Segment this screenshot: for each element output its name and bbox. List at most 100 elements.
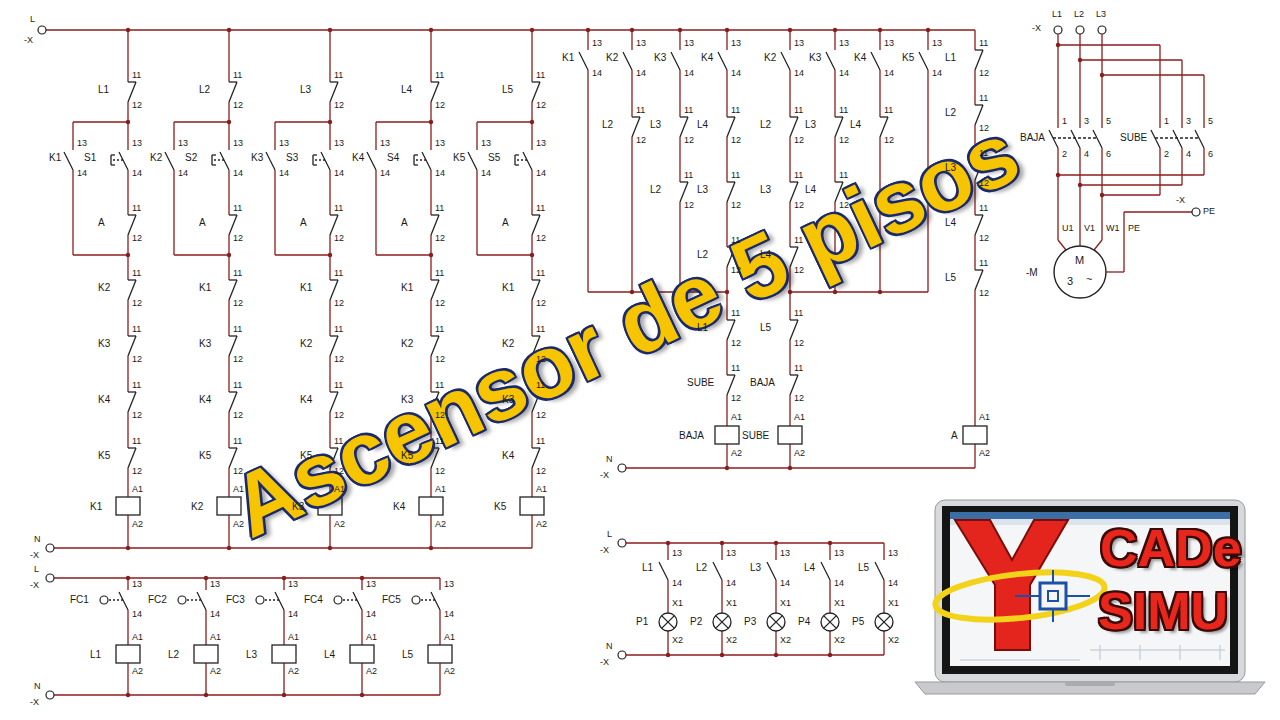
junction-dot [126, 546, 130, 550]
nc-contact [229, 214, 237, 215]
device-label: FC2 [148, 595, 167, 605]
screen-line [1090, 650, 1225, 651]
wire [477, 254, 532, 255]
nc-contact [431, 81, 439, 82]
junction-dot [429, 28, 433, 32]
wire [430, 300, 431, 336]
wire [228, 235, 229, 280]
laptop-logo [915, 500, 1265, 694]
terminal-number: 11 [536, 204, 545, 213]
terminal-number: 12 [979, 179, 989, 188]
wire [1079, 240, 1080, 246]
wire [430, 515, 431, 548]
terminal-number: 12 [731, 394, 741, 403]
device-label: K1 [300, 283, 312, 293]
wire [127, 235, 128, 280]
terminal-number: 13 [435, 139, 445, 148]
terminal-symbol [618, 539, 626, 547]
wire [775, 543, 776, 560]
wire [72, 170, 73, 255]
wire [1094, 240, 1102, 250]
device-label: A [401, 218, 408, 228]
device-label: K4 [98, 395, 110, 405]
terminal-number: 13 [444, 580, 454, 589]
junction-dot [282, 693, 286, 697]
terminal-number: 11 [233, 71, 242, 80]
no-contact [1173, 130, 1182, 148]
wire [274, 122, 275, 150]
wire [376, 254, 431, 255]
terminal-symbol [1076, 26, 1084, 34]
terminal-number: 11 [233, 325, 242, 334]
device-label: A [502, 218, 509, 228]
wire [883, 631, 884, 655]
pushbutton-link [313, 159, 325, 160]
device-label: L3 [650, 120, 661, 130]
no-contact [321, 152, 330, 170]
wire [228, 170, 229, 215]
wire [361, 663, 362, 695]
nc-contact [727, 374, 735, 375]
device-label: SUBE [742, 431, 769, 441]
nc-contact [532, 279, 540, 280]
terminal-number: 12 [536, 411, 546, 420]
terminal-number: 13 [210, 580, 220, 589]
terminal-number: 13 [684, 39, 694, 48]
terminal-number: A2 [210, 667, 221, 676]
wire [1058, 174, 1204, 175]
terminal-number: 14 [726, 579, 736, 588]
device-label: FC3 [226, 595, 245, 605]
wire [531, 170, 532, 215]
terminal-symbol [46, 691, 54, 699]
terminal-number: 6 [1106, 150, 1111, 159]
terminal-label: N [34, 535, 41, 544]
device-label: K5 [453, 153, 465, 163]
lamp-symbol [770, 616, 783, 629]
device-label: L2 [650, 185, 661, 195]
junction-dot [530, 120, 534, 124]
device-label: K2 [502, 339, 514, 349]
device-label: L5 [945, 273, 956, 283]
terminal-number: 11 [731, 106, 740, 115]
device-label: K1 [199, 283, 211, 293]
no-contact [353, 592, 362, 610]
junction-dot [227, 546, 231, 550]
terminal-number: 12 [979, 289, 989, 298]
no-contact [422, 152, 431, 170]
junction-dot [828, 653, 832, 657]
wire [829, 580, 830, 613]
terminal-number: 12 [334, 355, 344, 364]
nc-contact [431, 82, 439, 102]
terminal-label: L [34, 565, 39, 574]
device-label: K4 [502, 451, 514, 461]
wire [726, 340, 727, 375]
terminal-number: 14 [834, 579, 844, 588]
pushbutton-symbol [211, 155, 212, 165]
junction-dot [282, 576, 286, 580]
terminal-number: 12 [334, 101, 344, 110]
limit-switch-roller [100, 596, 108, 604]
wire [1124, 211, 1192, 212]
terminal-number: A1 [731, 413, 742, 422]
terminal-number: 12 [132, 467, 142, 476]
terminal-number: 12 [435, 101, 445, 110]
nc-contact [680, 116, 688, 117]
wire [974, 70, 975, 105]
wire [1058, 44, 1160, 45]
wire [626, 654, 884, 655]
terminal-label: -X [600, 546, 609, 555]
nc-contact [790, 374, 798, 375]
terminal-number: A2 [979, 449, 990, 458]
device-label: A [951, 431, 958, 441]
wire [72, 122, 73, 150]
terminal-label: N [606, 455, 613, 464]
device-label: K2 [606, 53, 618, 63]
device-label: K4 [701, 53, 713, 63]
wire [1102, 74, 1204, 75]
no-contact [266, 152, 275, 170]
wire [679, 137, 680, 182]
terminal-number: 13 [780, 549, 790, 558]
terminal-number: 11 [435, 437, 444, 446]
device-label: L4 [760, 250, 771, 260]
terminal-number: 11 [536, 437, 545, 446]
